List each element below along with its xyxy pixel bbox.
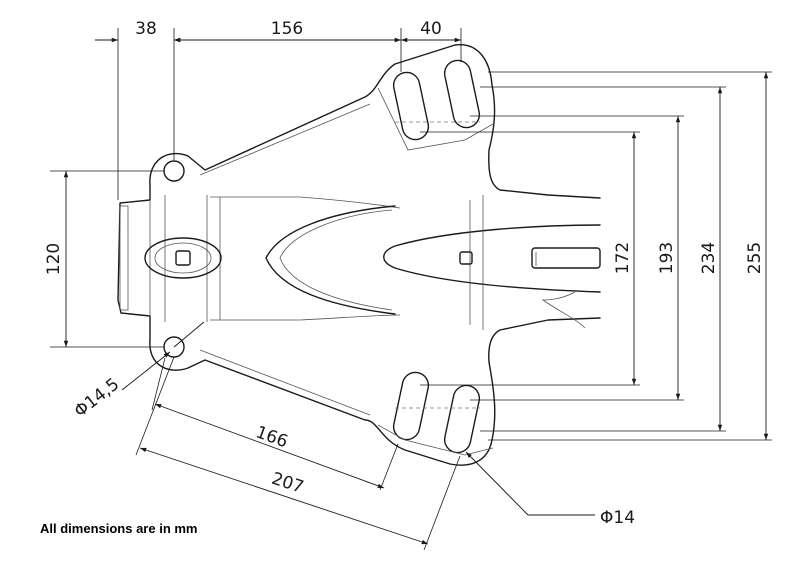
dim-120: 120 xyxy=(44,243,64,275)
slot-pair-bottom xyxy=(377,371,494,456)
hub-boss xyxy=(144,237,222,279)
nose-body xyxy=(383,224,601,293)
units-note: All dimensions are in mm xyxy=(40,521,198,536)
slot-pair-top xyxy=(377,59,494,151)
dim-156: 156 xyxy=(271,19,303,39)
hole-top-left xyxy=(163,160,185,182)
bracket-outline xyxy=(149,44,601,466)
dim-255: 255 xyxy=(745,242,765,274)
dim-166: 166 xyxy=(253,422,290,452)
left-mount-face xyxy=(119,205,129,311)
dim-phi-14: Φ14 xyxy=(600,508,635,528)
nose-slot xyxy=(531,247,601,269)
dim-phi-14-5: Φ14,5 xyxy=(71,374,124,421)
dim-193: 193 xyxy=(657,242,677,274)
v-rib xyxy=(265,205,396,315)
bracket-part xyxy=(117,44,601,466)
dim-207: 207 xyxy=(269,469,306,498)
nose-bolt xyxy=(459,251,473,265)
dim-172: 172 xyxy=(613,242,633,274)
dim-234: 234 xyxy=(699,242,719,274)
dimension-annotations: 38 156 40 120 172 193 234 255 166 20 xyxy=(44,19,772,551)
dim-38: 38 xyxy=(135,19,157,39)
dim-40: 40 xyxy=(420,19,442,39)
